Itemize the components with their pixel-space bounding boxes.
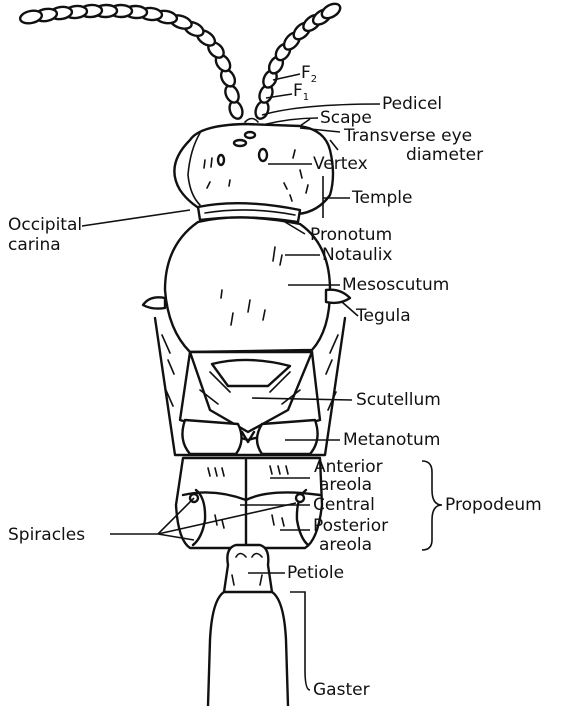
head bbox=[174, 119, 333, 215]
label-petiole: Petiole bbox=[287, 563, 344, 583]
label-metanotum: Metanotum bbox=[343, 430, 440, 450]
label-pronotum: Pronotum bbox=[310, 225, 392, 245]
label-scape: Scape bbox=[320, 108, 372, 128]
left-antenna-segment bbox=[19, 9, 43, 25]
tegula-left bbox=[143, 297, 165, 308]
label-gaster: Gaster bbox=[313, 680, 370, 700]
label-notaulix: Notaulix bbox=[322, 245, 392, 265]
label-posterior: Posterior bbox=[313, 516, 388, 536]
label-spiracles: Spiracles bbox=[8, 525, 85, 545]
label-diameter: diameter bbox=[406, 145, 483, 165]
label-temple: Temple bbox=[351, 188, 413, 208]
label-mesoscutum: Mesoscutum bbox=[342, 275, 449, 295]
right-antenna bbox=[253, 1, 342, 121]
label-transverse-eye: Transverse eye bbox=[343, 126, 472, 146]
label-posterior-areola: areola bbox=[319, 535, 372, 555]
label-carina: carina bbox=[8, 235, 61, 255]
label-occipital: Occipital bbox=[8, 215, 82, 235]
left-antenna bbox=[19, 4, 245, 120]
petiole bbox=[224, 545, 272, 592]
label-propodeum: Propodeum bbox=[445, 495, 542, 515]
label-tegula: Tegula bbox=[355, 306, 411, 326]
label-anterior-areola: areola bbox=[319, 475, 372, 495]
label-vertex: Vertex bbox=[313, 154, 368, 174]
label-f2: F2 bbox=[301, 63, 317, 85]
label-central: Central bbox=[313, 495, 375, 515]
gaster bbox=[208, 592, 288, 706]
label-f1: F1 bbox=[293, 81, 309, 103]
label-scutellum: Scutellum bbox=[356, 390, 441, 410]
propodeum bbox=[176, 458, 322, 548]
right-antenna-segment bbox=[319, 1, 342, 21]
label-pedicel: Pedicel bbox=[382, 94, 442, 114]
label-anterior: Anterior bbox=[314, 457, 383, 477]
